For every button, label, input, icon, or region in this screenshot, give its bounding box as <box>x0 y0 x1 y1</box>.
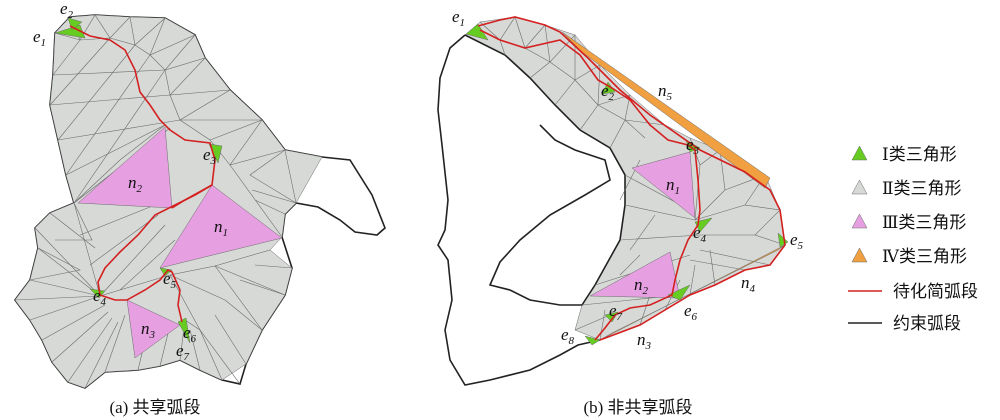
panel-b-label-e7: e7 <box>609 301 623 323</box>
panel-a-caption: (a) 共享弧段 <box>109 398 200 417</box>
panel-b-n4-triangle <box>599 244 786 341</box>
panel-b-label-e1: e1 <box>452 7 465 29</box>
legend-constraint-arc-label: 约束弧段 <box>893 314 961 333</box>
panel-a-n3-triangle <box>126 299 181 359</box>
panel-b: e1 e2 e3 e4 e5 e6 e7 e8 n1 n2 n3 n4 n5 (… <box>437 7 804 417</box>
panel-b-caption: (b) 非共享弧段 <box>583 398 692 417</box>
panel-b-label-n1: n1 <box>666 175 680 197</box>
panel-a-label-e4: e4 <box>93 286 107 308</box>
panel-a-label-n2: n2 <box>128 173 143 195</box>
panel-a-label-e3: e3 <box>203 145 217 167</box>
panel-a-n1-triangle <box>159 184 283 269</box>
panel-b-label-n4: n4 <box>741 273 756 295</box>
panel-a: e1 e2 e3 e4 e5 e6 e7 n1 n2 n3 (a) 共享弧段 <box>14 0 386 417</box>
panel-b-label-n5: n5 <box>658 81 673 103</box>
panel-b-label-e4: e4 <box>693 223 707 245</box>
legend-type4-swatch <box>851 247 868 263</box>
panel-b-n1-triangle <box>631 151 696 219</box>
panel-a-label-e1: e1 <box>33 27 46 49</box>
panel-a-label-n3: n3 <box>141 319 156 341</box>
panel-a-simplify-arc-branch <box>171 184 213 209</box>
panel-b-constraint-inner <box>464 34 626 306</box>
panel-b-e6-triangle <box>667 284 691 301</box>
panel-a-label-e5: e5 <box>163 269 177 291</box>
panel-b-label-e6: e6 <box>684 301 698 323</box>
legend-type4-label: Ⅳ类三角形 <box>882 247 967 266</box>
legend-type2-swatch <box>851 179 868 195</box>
legend-type3-swatch <box>851 213 868 229</box>
legend: Ⅰ类三角形 Ⅱ类三角形 Ⅲ类三角形 Ⅳ类三角形 待化简弧段 约束弧段 <box>848 145 978 333</box>
legend-type1-swatch <box>851 145 868 161</box>
panel-a-label-e2: e2 <box>60 0 74 21</box>
panel-a-label-e6: e6 <box>183 323 197 345</box>
legend-type2-label: Ⅱ类三角形 <box>882 179 962 198</box>
panel-b-label-e8: e8 <box>561 325 575 347</box>
panel-a-n2-triangle <box>77 126 173 209</box>
panel-b-n2-triangle <box>589 251 681 299</box>
legend-simplify-arc-label: 待化简弧段 <box>893 282 978 301</box>
panel-b-label-n3: n3 <box>637 330 652 352</box>
panel-b-label-e5: e5 <box>790 230 804 252</box>
panel-a-label-n1: n1 <box>214 217 228 239</box>
panel-b-label-n2: n2 <box>634 275 649 297</box>
legend-type1-label: Ⅰ类三角形 <box>882 145 957 164</box>
panel-a-label-e7: e7 <box>176 341 190 363</box>
panel-b-constraint-outline <box>437 34 601 386</box>
panel-a-simplify-arc <box>69 25 216 323</box>
panel-a-e4-triangle <box>89 288 106 299</box>
panel-b-label-e3: e3 <box>686 135 700 157</box>
panel-a-fill-right <box>284 149 323 204</box>
panel-b-simplify-arc-outer <box>477 16 786 341</box>
panel-b-simplify-arc-inner <box>479 29 701 341</box>
panel-b-e8-triangle <box>584 335 601 346</box>
legend-type3-label: Ⅲ类三角形 <box>882 213 966 232</box>
panel-b-label-e2: e2 <box>601 81 615 103</box>
